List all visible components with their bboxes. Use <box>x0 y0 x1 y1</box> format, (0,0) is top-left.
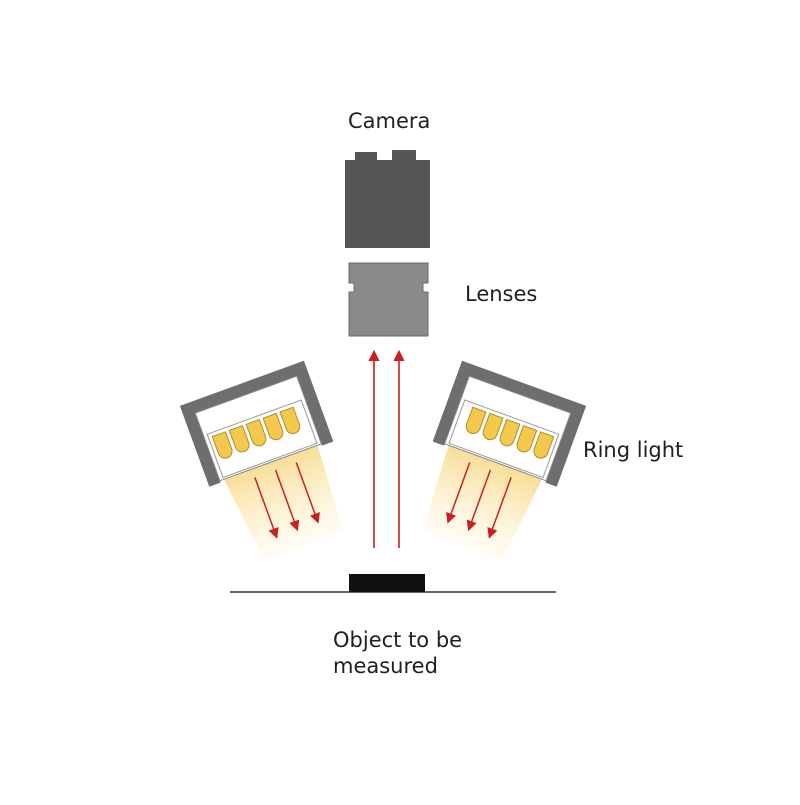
object-label-line-2: measured <box>333 654 438 678</box>
camera-icon <box>345 150 430 248</box>
light-beam-right <box>422 441 544 560</box>
incident-ray-right-3 <box>487 477 512 539</box>
led-array-left <box>211 406 301 459</box>
measured-object <box>349 574 425 592</box>
ring-light-icon <box>432 360 587 487</box>
light-beam-left <box>222 441 344 560</box>
ring-light-right <box>422 360 587 560</box>
object-label-line-1: Object to be <box>333 628 463 652</box>
lens-icon <box>348 262 429 337</box>
lenses-label: Lenses <box>465 282 538 306</box>
incident-ray-left-1 <box>254 477 279 539</box>
incident-ray-left-2 <box>274 469 300 532</box>
led-array-right <box>465 406 555 459</box>
camera-label: Camera <box>348 109 431 133</box>
incident-ray-right-2 <box>466 469 492 532</box>
ring-light-icon <box>179 360 334 487</box>
incident-ray-right-1 <box>446 462 471 524</box>
ring-light-left <box>179 360 344 560</box>
object-label: Object to be measured <box>333 627 462 679</box>
ring-light-label: Ring light <box>583 438 684 462</box>
incident-ray-left-3 <box>295 462 320 524</box>
